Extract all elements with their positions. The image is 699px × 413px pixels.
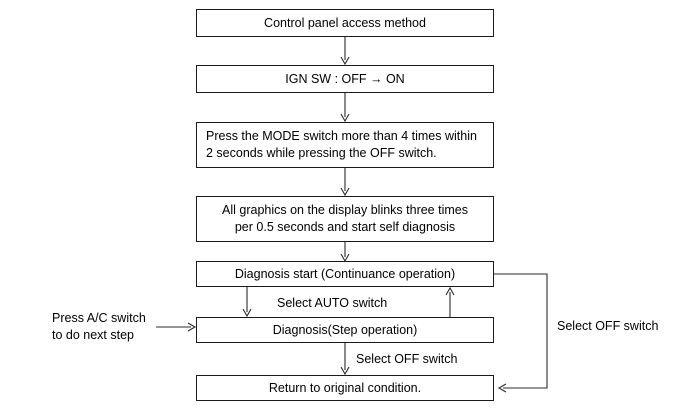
arrowhead-4 <box>340 253 350 263</box>
arrowhead-step-to-start <box>445 286 455 296</box>
node-line: Press the MODE switch more than 4 times … <box>206 129 477 143</box>
connector-off-switch-right <box>494 273 548 389</box>
annotation-line: to do next step <box>52 328 135 342</box>
node-diagnosis-start: Diagnosis start (Continuance operation) <box>196 261 494 287</box>
annotation-press-ac-switch: Press A/C switch to do next step <box>52 310 157 344</box>
arrowhead-2 <box>340 113 350 123</box>
node-line: Control panel access method <box>264 15 426 30</box>
node-line: Diagnosis(Step operation) <box>272 322 418 337</box>
node-control-panel-access-method: Control panel access method <box>196 9 494 37</box>
node-line: All graphics on the display blinks three… <box>222 203 468 217</box>
edge-label-select-auto-switch: Select AUTO switch <box>277 296 388 310</box>
node-press-mode-switch: Press the MODE switch more than 4 times … <box>196 122 494 168</box>
node-return-original-condition: Return to original condition. <box>196 375 494 401</box>
arrowhead-ac-switch <box>187 322 197 332</box>
node-line: Return to original condition. <box>268 380 422 395</box>
annotation-line: Press A/C switch <box>52 311 146 325</box>
arrowhead-off-switch-middle <box>340 366 350 376</box>
arrowhead-1 <box>340 56 350 66</box>
node-line: per 0.5 seconds and start self diagnosis <box>234 220 456 234</box>
arrowhead-off-switch-right <box>497 383 507 393</box>
arrowhead-auto-switch <box>242 308 252 318</box>
edge-label-select-off-switch-middle: Select OFF switch <box>356 352 458 366</box>
arrowhead-3 <box>340 187 350 197</box>
node-line: 2 seconds while pressing the OFF switch. <box>206 146 437 160</box>
node-diagnosis-step: Diagnosis(Step operation) <box>196 317 494 343</box>
edge-label-select-off-switch-right: Select OFF switch <box>557 319 659 333</box>
node-ign-sw: IGN SW : OFF → ON <box>196 65 494 93</box>
node-all-graphics-blink: All graphics on the display blinks three… <box>196 196 494 242</box>
node-line: IGN SW : OFF → ON <box>285 71 405 86</box>
node-line: Diagnosis start (Continuance operation) <box>234 266 456 281</box>
